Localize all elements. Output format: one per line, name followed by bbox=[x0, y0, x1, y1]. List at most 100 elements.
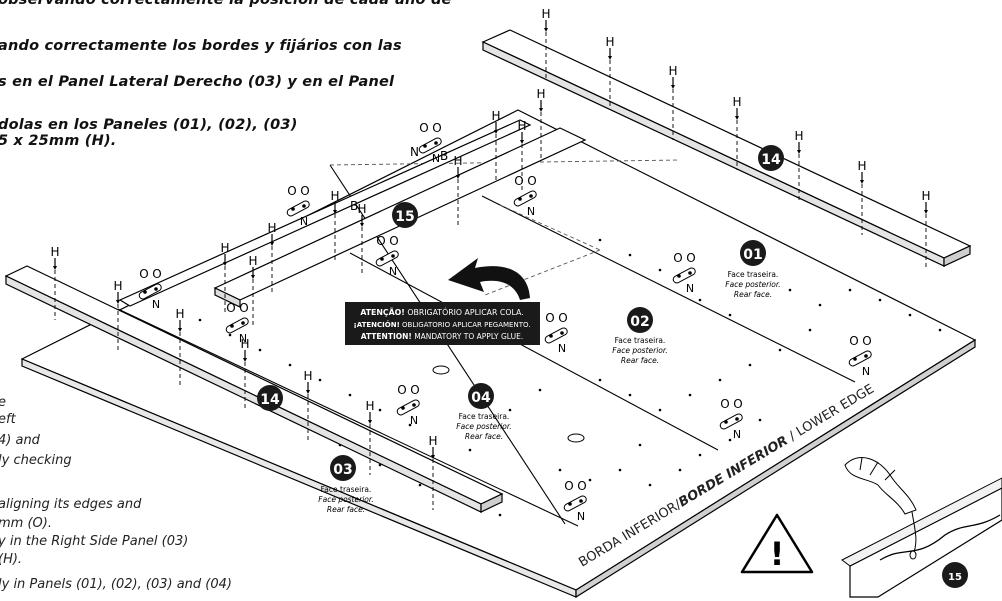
screw-label: H bbox=[240, 337, 249, 351]
hole-dot bbox=[688, 393, 692, 397]
instruction-es-line-1: observando correctamente la posición de … bbox=[0, 0, 452, 8]
screw-icon: H bbox=[732, 95, 742, 120]
hole-dot bbox=[288, 363, 292, 367]
screw-label: H bbox=[491, 109, 500, 123]
dowel-label: O bbox=[432, 121, 441, 135]
screw-label: H bbox=[517, 119, 526, 133]
hole-dot bbox=[588, 478, 592, 482]
screw-icon: H bbox=[453, 154, 463, 179]
nail-label: N bbox=[300, 215, 308, 228]
nail-label: N bbox=[577, 510, 585, 523]
hole-dot bbox=[408, 423, 412, 427]
nail-label: N bbox=[389, 265, 397, 278]
rear-face-label-04: Face traseira. Face posterior. Rear face… bbox=[456, 412, 511, 441]
rear-face-es: Face posterior. bbox=[612, 346, 667, 355]
screw-label: H bbox=[357, 202, 366, 216]
hole-dot bbox=[418, 483, 422, 487]
hole-dot bbox=[658, 268, 662, 272]
b-label: B bbox=[440, 149, 448, 163]
hole-dot bbox=[628, 253, 632, 257]
rear-face-en: Rear face. bbox=[734, 290, 772, 299]
rear-face-pt: Face traseira. bbox=[459, 412, 510, 421]
screw-label: H bbox=[330, 189, 339, 203]
hole-dot bbox=[508, 408, 512, 412]
dowel-label: O bbox=[389, 234, 398, 248]
screw-holes bbox=[198, 238, 942, 517]
screw-icon: H bbox=[220, 241, 230, 266]
dowel-label: O bbox=[686, 251, 695, 265]
part-number-15-glue: 15 bbox=[948, 572, 962, 583]
part-number-03: 03 bbox=[333, 462, 352, 478]
screw-icon: H bbox=[428, 434, 438, 459]
part-badge-01: 01 bbox=[740, 240, 766, 266]
screw-icon: H bbox=[50, 245, 60, 270]
hole-dot bbox=[878, 298, 882, 302]
hole-dot bbox=[318, 378, 322, 382]
dowel-label: O bbox=[862, 334, 871, 348]
hole-dot bbox=[758, 418, 762, 422]
part-number-02: 02 bbox=[630, 314, 649, 330]
rear-face-es: Face posterior. bbox=[318, 495, 373, 504]
screw-label: H bbox=[175, 307, 184, 321]
dowel-label: O bbox=[527, 174, 536, 188]
screw-label: H bbox=[536, 87, 545, 101]
screw-label: H bbox=[113, 279, 122, 293]
dowel-label: O bbox=[300, 184, 309, 198]
hole-dot bbox=[598, 238, 602, 242]
instruction-es-line-5: 5 x 25mm (H). bbox=[0, 133, 117, 149]
instruction-en-line-8: (H). bbox=[0, 552, 23, 567]
screw-icon: H bbox=[668, 64, 678, 89]
hole-dot bbox=[638, 443, 642, 447]
glue-warning-box: ATENÇÃO! OBRIGATÓRIO APLICAR COLA. ¡ATEN… bbox=[345, 302, 540, 345]
instruction-es-line-4: dolas en los Paneles (01), (02), (03) bbox=[0, 117, 298, 133]
glue-warning-pt: ATENÇÃO! OBRIGATÓRIO APLICAR COLA. bbox=[360, 308, 523, 317]
rear-face-es: Face posterior. bbox=[725, 280, 780, 289]
dowel-label: O bbox=[849, 334, 858, 348]
screw-icon: H bbox=[794, 129, 804, 154]
screw-icon: H bbox=[248, 254, 258, 279]
instruction-en-line-1: e bbox=[0, 395, 6, 410]
screw-icon: H bbox=[541, 7, 551, 32]
hole-dot bbox=[598, 378, 602, 382]
hole-dot bbox=[728, 438, 732, 442]
hole-dot bbox=[228, 333, 232, 337]
nail-label: N bbox=[432, 152, 440, 165]
screw-label: H bbox=[50, 245, 59, 259]
nail-label: N bbox=[733, 428, 741, 441]
screw-label: H bbox=[453, 154, 462, 168]
nail-label: N bbox=[410, 414, 418, 427]
screw-icon: H bbox=[267, 221, 277, 246]
hole-dot bbox=[378, 408, 382, 412]
dowel-label: O bbox=[397, 383, 406, 397]
hole-dot bbox=[698, 298, 702, 302]
hole-dot bbox=[468, 448, 472, 452]
instruction-en-line-7: y in the Right Side Panel (03) bbox=[0, 534, 189, 549]
dowel-label: O bbox=[419, 121, 428, 135]
screw-label: H bbox=[428, 434, 437, 448]
dowel-holes bbox=[432, 365, 585, 443]
instruction-en-line-3: 4) and bbox=[0, 433, 40, 448]
hole-dot bbox=[848, 288, 852, 292]
screw-icon: H bbox=[921, 189, 931, 214]
rear-face-pt: Face traseira. bbox=[615, 336, 666, 345]
part-badge-02: 02 bbox=[627, 307, 653, 333]
nail-label: N bbox=[527, 205, 535, 218]
warning-triangle-icon: ! bbox=[740, 513, 814, 574]
hole-dot bbox=[728, 313, 732, 317]
dowel-label: O bbox=[514, 174, 523, 188]
instruction-es-line-3: s en el Panel Lateral Derecho (03) y en … bbox=[0, 74, 395, 90]
glue-application-illustration: 15 bbox=[841, 457, 1002, 598]
screw-label: H bbox=[267, 221, 276, 235]
hole-dot bbox=[628, 393, 632, 397]
screw-label: H bbox=[248, 254, 257, 268]
screw-label: H bbox=[668, 64, 677, 78]
dowel-label: O bbox=[733, 397, 742, 411]
hole-dot bbox=[558, 468, 562, 472]
nail-label: N bbox=[152, 298, 160, 311]
